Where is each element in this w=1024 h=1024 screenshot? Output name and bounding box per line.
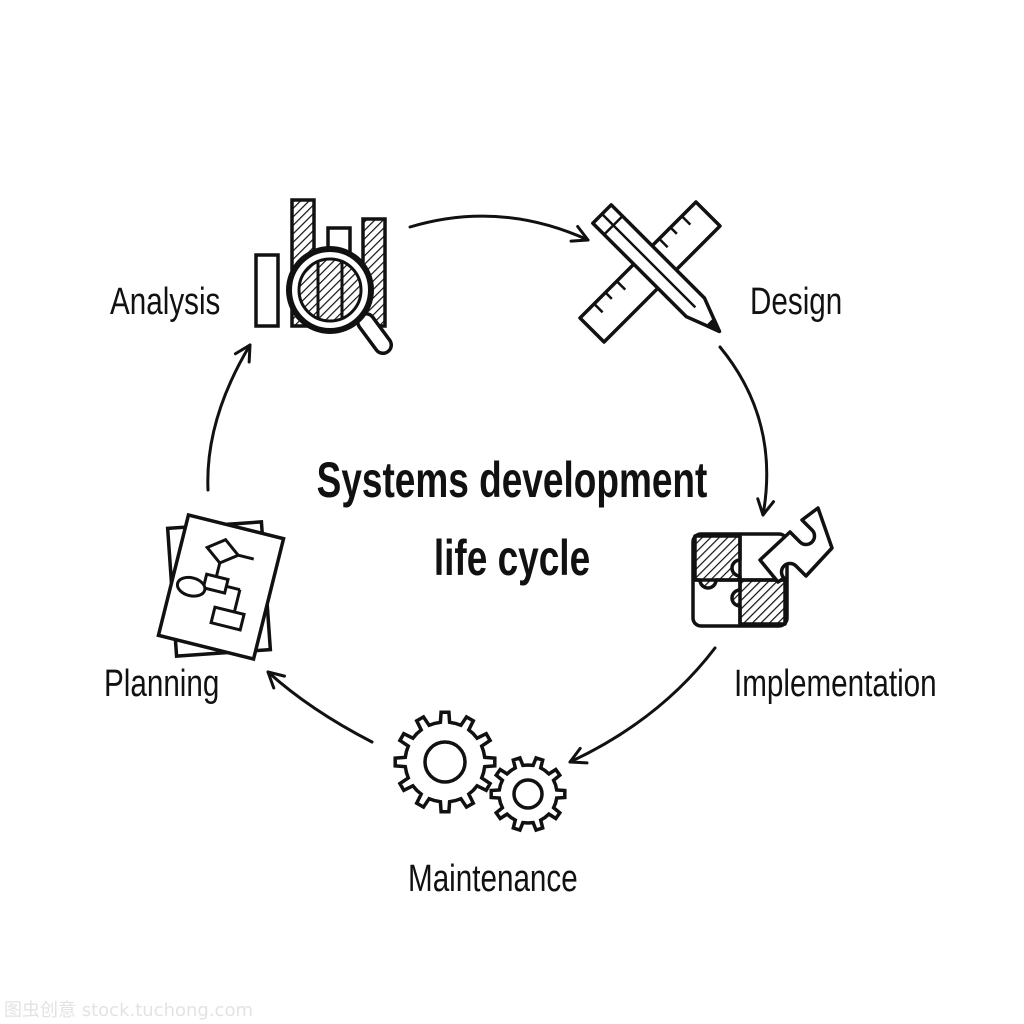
- pencil-ruler-icon: [578, 200, 722, 344]
- diagram-title-line-1: Systems development: [316, 452, 708, 508]
- diagram-title-line-2: life cycle: [433, 530, 591, 586]
- flowchart-document-icon: [156, 512, 286, 662]
- stage-label-design: Design: [750, 281, 843, 323]
- stage-label-implementation: Implementation: [734, 663, 937, 705]
- gears-icon: [393, 710, 567, 833]
- arrow-maintenance-to-planning: [266, 670, 374, 744]
- arrow-implementation-to-maintenance: [568, 646, 717, 765]
- stage-label-maintenance: Maintenance: [408, 858, 578, 900]
- bar-chart-magnifier-icon: [254, 198, 393, 355]
- arrow-design-to-implementation: [718, 345, 776, 517]
- stage-label-planning: Planning: [104, 663, 220, 705]
- watermark: 图虫创意 stock.tuchong.com: [4, 1000, 253, 1021]
- arrow-planning-to-analysis: [206, 343, 252, 492]
- arrow-analysis-to-design: [408, 214, 590, 243]
- stage-label-analysis: Analysis: [110, 281, 221, 323]
- puzzle-icon: [691, 506, 834, 628]
